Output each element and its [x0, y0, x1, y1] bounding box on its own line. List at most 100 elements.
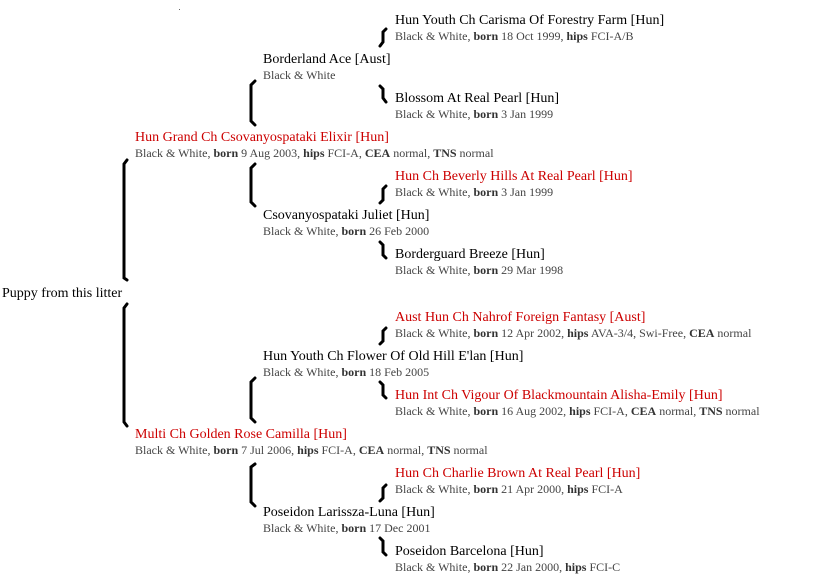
dog-name-link[interactable]: Borderland Ace [Aust]: [263, 52, 391, 67]
health-test-label: TNS: [427, 443, 451, 457]
dog-details: Black & White, born 12 Apr 2002, hips AV…: [395, 326, 752, 340]
health-test-result: FCI-A: [327, 146, 359, 160]
health-test-label: hips: [567, 326, 589, 340]
dog-name-link[interactable]: Poseidon Barcelona [Hun]: [395, 544, 544, 559]
born-label: born: [341, 521, 367, 535]
dog-name-link[interactable]: Multi Ch Golden Rose Camilla [Hun]: [135, 427, 347, 442]
bracket-gen3-7: [378, 483, 388, 503]
coat-color: Black & White: [395, 107, 468, 121]
born-label: born: [473, 560, 499, 574]
birth-date: 26 Feb 2000: [369, 224, 430, 238]
dog-name-link[interactable]: Hun Grand Ch Csovanyospataki Elixir [Hun…: [135, 130, 389, 145]
coat-color: Black & White: [395, 560, 468, 574]
health-test-label: hips: [297, 443, 319, 457]
ggp-8-node: Poseidon Barcelona [Hun]Black & White, b…: [395, 544, 620, 574]
coat-color: Black & White: [263, 224, 336, 238]
dog-details: Black & White: [263, 68, 391, 82]
stray-pixel: [179, 9, 180, 10]
bracket-gen3-4: [378, 240, 388, 260]
birth-date: 18 Feb 2005: [369, 365, 430, 379]
birth-date: 29 Mar 1998: [501, 263, 564, 277]
born-label: born: [341, 365, 367, 379]
health-test-result: normal: [459, 146, 494, 160]
dog-name-link[interactable]: Hun Int Ch Vigour Of Blackmountain Alish…: [395, 388, 723, 403]
bracket-gen3-8: [378, 536, 388, 557]
dog-name-link[interactable]: Hun Ch Charlie Brown At Real Pearl [Hun]: [395, 466, 641, 481]
health-test-label: CEA: [630, 404, 657, 418]
maternal-grandsire-node: Hun Youth Ch Flower Of Old Hill E'lan [H…: [263, 349, 523, 379]
dog-details: Black & White, born 16 Aug 2002, hips FC…: [395, 404, 760, 418]
birth-date: 17 Dec 2001: [369, 521, 431, 535]
health-test-result: normal: [659, 404, 694, 418]
health-test-label: CEA: [358, 443, 385, 457]
dog-name-link[interactable]: Poseidon Larissza-Luna [Hun]: [263, 505, 435, 520]
health-test-result: FCI-A: [321, 443, 353, 457]
health-test-label: hips: [567, 482, 589, 496]
health-test-result: AVA-3/4: [590, 326, 634, 340]
dog-name-link[interactable]: Blossom At Real Pearl [Hun]: [395, 91, 560, 106]
dog-name-link[interactable]: Hun Ch Beverly Hills At Real Pearl [Hun]: [395, 169, 633, 184]
dog-name-link[interactable]: Borderguard Breeze [Hun]: [395, 247, 545, 262]
born-label: born: [473, 185, 499, 199]
birth-date: 18 Oct 1999: [501, 29, 561, 43]
coat-color: Black & White: [135, 146, 208, 160]
health-test-result: normal: [717, 326, 752, 340]
dog-details: Black & White, born 21 Apr 2000, hips FC…: [395, 482, 623, 496]
born-label: born: [473, 29, 499, 43]
health-test-result: FCI-A/B: [590, 29, 634, 43]
dog-details: Black & White, born 17 Dec 2001: [263, 521, 431, 535]
coat-color: Black & White: [263, 365, 336, 379]
born-label: born: [341, 224, 367, 238]
health-test-result: normal: [387, 443, 422, 457]
health-test-label: CEA: [689, 326, 715, 340]
bracket-gen3-2: [378, 84, 388, 104]
maternal-granddam-node: Poseidon Larissza-Luna [Hun]Black & Whit…: [263, 505, 435, 535]
dog-details: Black & White, born 3 Jan 1999: [395, 185, 554, 199]
coat-color: Black & White: [395, 404, 468, 418]
root-puppy-label: Puppy from this litter: [2, 286, 123, 301]
health-test-label: hips: [569, 404, 591, 418]
ggp-3-node: Hun Ch Beverly Hills At Real Pearl [Hun]…: [395, 169, 633, 199]
sire-node: Hun Grand Ch Csovanyospataki Elixir [Hun…: [135, 130, 494, 160]
health-test-label: TNS: [699, 404, 723, 418]
bracket-gen3-3: [378, 184, 388, 205]
birth-date: 21 Apr 2000: [501, 482, 562, 496]
bracket-sire-line: [122, 158, 129, 282]
health-test-label: hips: [565, 560, 587, 574]
dog-details: Black & White, born 9 Aug 2003, hips FCI…: [135, 146, 494, 160]
dog-name-link[interactable]: Hun Youth Ch Flower Of Old Hill E'lan [H…: [263, 349, 524, 364]
bracket-gen2-d: [249, 462, 257, 508]
dog-details: Black & White, born 3 Jan 1999: [395, 107, 554, 121]
birth-date: 22 Jan 2000: [501, 560, 560, 574]
coat-color: Black & White: [395, 29, 468, 43]
ggp-4-node: Borderguard Breeze [Hun]Black & White, b…: [395, 247, 563, 277]
health-test-result: normal: [393, 146, 428, 160]
health-test-result: FCI-A: [593, 404, 625, 418]
born-label: born: [213, 443, 239, 457]
ggp-7-node: Hun Ch Charlie Brown At Real Pearl [Hun]…: [395, 466, 640, 496]
birth-date: 7 Jul 2006: [241, 443, 292, 457]
ggp-1-node: Hun Youth Ch Carisma Of Forestry Farm [H…: [395, 13, 664, 43]
bracket-gen3-1: [378, 27, 388, 48]
coat-color: Black & White: [135, 443, 208, 457]
born-label: born: [473, 107, 499, 121]
born-label: born: [473, 482, 499, 496]
bracket-gen2-b: [249, 162, 257, 208]
paternal-granddam-node: Csovanyospataki Juliet [Hun]Black & Whit…: [263, 208, 429, 238]
dog-name-link[interactable]: Csovanyospataki Juliet [Hun]: [263, 208, 430, 223]
dog-name-link[interactable]: Aust Hun Ch Nahrof Foreign Fantasy [Aust…: [395, 310, 646, 325]
birth-date: 9 Aug 2003: [241, 146, 298, 160]
health-test-label: hips: [303, 146, 325, 160]
health-test-result: normal: [453, 443, 488, 457]
health-test-result: FCI-A: [591, 482, 623, 496]
born-label: born: [473, 404, 499, 418]
coat-color: Black & White: [395, 482, 468, 496]
bracket-gen2-a: [249, 79, 257, 127]
coat-color: Black & White: [395, 185, 468, 199]
born-label: born: [213, 146, 239, 160]
birth-date: 16 Aug 2002: [501, 404, 564, 418]
health-test-label: hips: [566, 29, 588, 43]
coat-color: Black & White: [395, 263, 468, 277]
dog-name-link[interactable]: Hun Youth Ch Carisma Of Forestry Farm [H…: [395, 13, 665, 28]
ggp-2-node: Blossom At Real Pearl [Hun]Black & White…: [395, 91, 559, 121]
